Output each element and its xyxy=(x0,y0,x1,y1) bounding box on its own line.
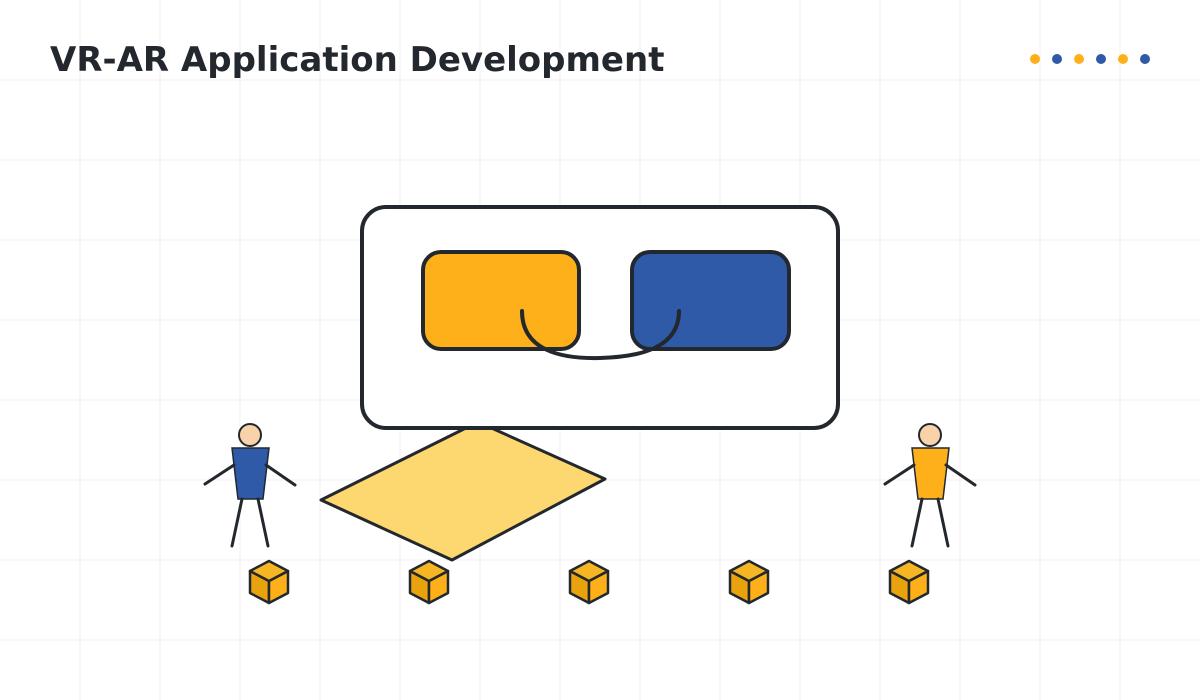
person-head xyxy=(238,423,262,447)
cube-face xyxy=(408,559,450,583)
cube-icon xyxy=(728,559,770,605)
headset-right-lens xyxy=(630,250,791,351)
indicator-dot xyxy=(1096,54,1106,64)
page-title: VR-AR Application Development xyxy=(50,40,665,80)
indicator-dot xyxy=(1140,54,1150,64)
person-body xyxy=(231,447,270,500)
person-figure-right xyxy=(883,423,977,548)
indicator-dots xyxy=(1030,54,1150,64)
cube-face xyxy=(248,559,290,583)
cube-face xyxy=(568,559,610,583)
cube-face xyxy=(888,559,930,583)
person-leg xyxy=(230,497,244,548)
person-leg xyxy=(910,497,924,548)
cube-icon xyxy=(888,559,930,605)
person-arm xyxy=(264,463,297,487)
person-arm xyxy=(944,463,977,487)
ar-platform xyxy=(319,420,607,562)
person-arm xyxy=(883,463,916,486)
headset-left-lens xyxy=(421,250,581,351)
indicator-dot xyxy=(1052,54,1062,64)
indicator-dot xyxy=(1074,54,1084,64)
person-arm xyxy=(203,463,236,486)
cube-icon xyxy=(248,559,290,605)
person-leg xyxy=(936,497,950,548)
cube-icon xyxy=(568,559,610,605)
person-body xyxy=(911,447,950,500)
cube-face xyxy=(728,559,770,583)
indicator-dot xyxy=(1030,54,1040,64)
person-leg xyxy=(256,497,270,548)
indicator-dot xyxy=(1118,54,1128,64)
headset-nose-bridge xyxy=(520,309,681,361)
person-figure-left xyxy=(203,423,297,548)
cube-row xyxy=(248,559,930,605)
vr-headset xyxy=(360,205,840,430)
cube-icon xyxy=(408,559,450,605)
person-head xyxy=(918,423,942,447)
